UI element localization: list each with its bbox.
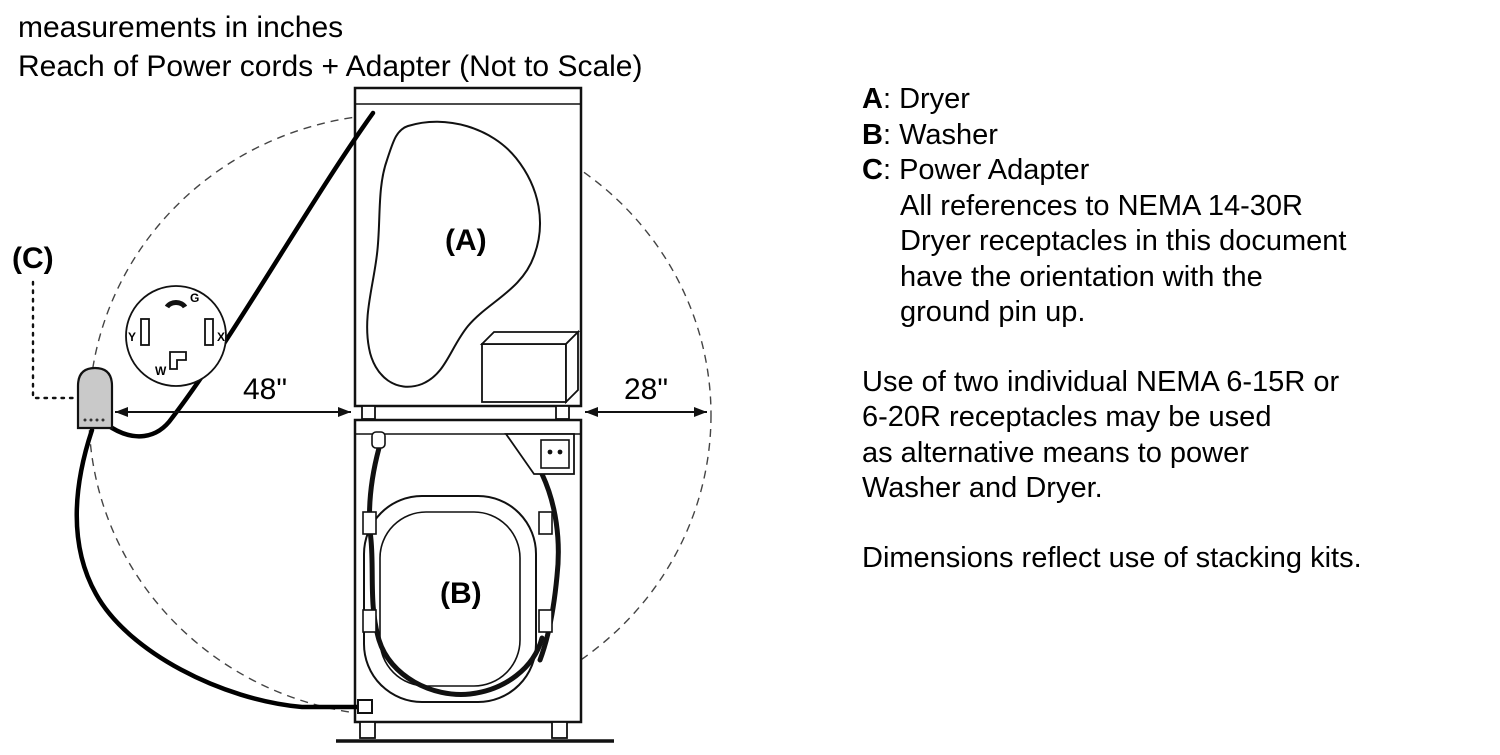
washer-door [363,495,537,703]
alt-power-line-1: Use of two individual NEMA 6-15R or [862,365,1340,398]
power-cord-to-washer [74,427,363,710]
appliance-diagram: (C) G Y X W 48" 28" (A) (B) [12,86,712,743]
legend-item-adapter: C: Power Adapter [862,153,1362,189]
dryer-door-window [366,120,541,388]
alt-power-line-4: Washer and Dryer. [862,472,1103,504]
washer-control-detail [504,433,575,475]
adapter-label: (C) [12,242,54,275]
stacking-note: Dimensions reflect use of stacking kits. [862,541,1362,574]
ground-pin-slot [164,300,188,309]
washer-label: (B) [440,577,482,610]
legend-key-a: A [862,83,883,115]
dim-48-label: 48" [243,373,287,406]
legend-item-dryer: A: Dryer [862,82,1362,118]
w-pin-slot [169,351,187,370]
alt-power-note: Use of two individual NEMA 6-15R or 6-20… [862,365,1362,507]
nema-receptacle-detail: G Y X W [125,285,227,387]
w-pin-label: W [155,364,167,378]
nema-note-line-3: have the orientation with the [900,260,1263,293]
x-pin-label: X [217,330,225,344]
ground-pin-label: G [190,291,199,305]
nema-note-line-4: ground pin up. [900,296,1086,328]
nema-note-line-2: Dryer receptacles in this document [900,225,1347,257]
legend-value-c: : Power Adapter [882,154,1090,186]
y-pin-label: Y [128,330,136,344]
title-line-reach: Reach of Power cords + Adapter (Not to S… [18,50,643,83]
alt-power-line-3: as alternative means to power [862,436,1249,469]
legend-item-washer: B: Washer [862,118,1362,154]
alt-power-line-2: 6-20R receptacles may be used [862,401,1272,433]
power-adapter [76,366,114,430]
legend-key-c: C [862,154,883,186]
washer-feet-and-floor [336,721,614,743]
nema-note-line-1: All references to NEMA 14-30R [900,189,1303,222]
legend-key-b: B [862,118,883,151]
dryer-label: (A) [445,224,487,257]
stack-feet [361,405,570,420]
legend-and-notes: A: Dryer B: Washer C: Power Adapter All … [862,82,1362,576]
y-pin-slot [140,318,150,346]
legend-value-b: : Washer [882,118,998,151]
power-cord-to-dryer [103,110,376,439]
legend-value-a: : Dryer [882,83,970,115]
hose-fittings [362,431,553,633]
diagram-canvas: (C) G Y X W 48" 28" (A) (B) [12,86,712,743]
dim-28-label: 28" [624,373,668,406]
washer-cord-connector [357,699,373,714]
x-pin-slot [204,318,214,346]
title-line-measurements: measurements in inches [18,11,344,44]
adapter-callout-dotted-line [31,280,76,400]
title-block: measurements in inches Reach of Power co… [18,8,642,86]
dryer-console-box [479,329,581,405]
